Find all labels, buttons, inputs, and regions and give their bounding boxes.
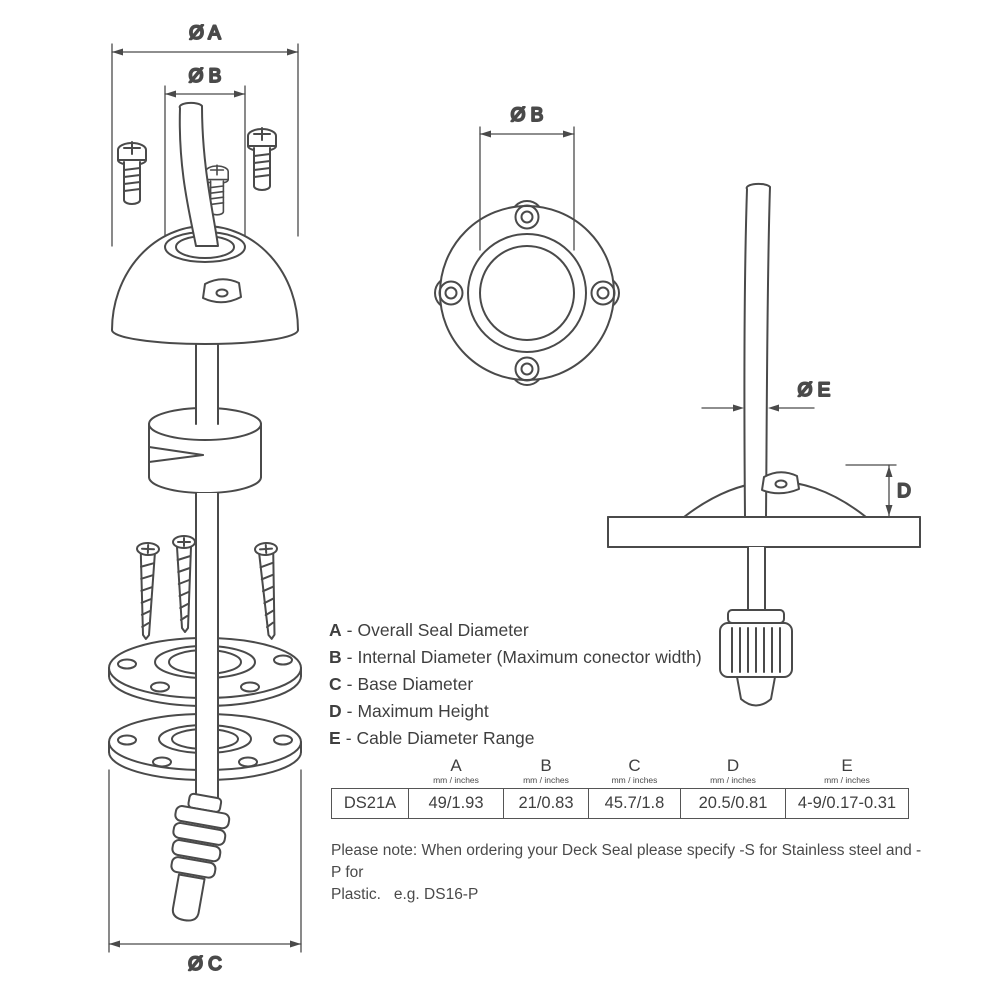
legend-letter: A (329, 620, 342, 640)
legend-letter: C (329, 674, 342, 694)
flange-screw-holes (438, 204, 616, 382)
dome-cap-detail-side (761, 471, 800, 495)
ordering-note-line1: Please note: When ordering your Deck Sea… (331, 842, 922, 881)
legend-description: Base Diameter (357, 674, 474, 694)
dim-a-label: Ø A (189, 23, 221, 44)
column-header-a: A mm / inches (433, 756, 479, 785)
column-header-d: D mm / inches (710, 756, 756, 785)
cable-connector (170, 792, 231, 922)
dim-d-label: D (897, 481, 911, 502)
gland-nut-connector (719, 609, 793, 707)
spec-table-header-row: A mm / inches B mm / inches C mm / inche… (332, 757, 909, 788)
side-view: Ø E D (607, 182, 921, 707)
model-cell: DS21A (331, 787, 409, 819)
value-c: 45.7/1.8 (588, 787, 681, 819)
dim-b-top-label: Ø B (511, 105, 544, 126)
legend-separator: - (346, 701, 353, 721)
ordering-note: Please note: When ordering your Deck Sea… (331, 840, 931, 906)
cable-lower (195, 492, 219, 801)
value-e: 4-9/0.17-0.31 (785, 787, 909, 819)
legend-item-d: D-Maximum Height (329, 701, 702, 722)
legend-item-c: C-Base Diameter (329, 674, 702, 695)
value-a: 49/1.93 (408, 787, 504, 819)
legend-separator: - (346, 647, 353, 667)
legend-description: Cable Diameter Range (356, 728, 535, 748)
dome-cap-detail (202, 278, 242, 304)
legend-item-a: A-Overall Seal Diameter (329, 620, 702, 641)
legend-separator: - (346, 620, 353, 640)
legend-letter: B (329, 647, 342, 667)
model-column-header (332, 757, 409, 788)
value-d: 20.5/0.81 (680, 787, 786, 819)
exploded-dimension-lines (108, 43, 302, 953)
dimension-legend: A-Overall Seal Diameter B-Internal Diame… (329, 620, 702, 755)
table-row: DS21A 49/1.93 21/0.83 45.7/1.8 20.5/0.81… (331, 787, 909, 819)
top-view: Ø B (434, 104, 620, 386)
exploded-view: Ø A Ø B Ø C (108, 22, 302, 976)
legend-letter: E (329, 728, 341, 748)
cable-side-lower (747, 546, 766, 614)
dim-b-label: Ø B (189, 66, 222, 87)
deck-panel (607, 516, 921, 548)
cable-top (178, 101, 219, 247)
cable-middle (195, 344, 219, 425)
legend-description: Overall Seal Diameter (357, 620, 529, 640)
legend-letter: D (329, 701, 342, 721)
legend-description: Maximum Height (357, 701, 489, 721)
column-header-e: E mm / inches (824, 756, 870, 785)
value-b: 21/0.83 (503, 787, 589, 819)
flange-outline (439, 205, 615, 381)
legend-separator: - (346, 674, 353, 694)
legend-description: Internal Diameter (Maximum conector widt… (357, 647, 702, 667)
spec-table: A mm / inches B mm / inches C mm / inche… (331, 757, 909, 819)
cable-side-upper (743, 182, 771, 518)
column-header-c: C mm / inches (611, 756, 658, 785)
top-view-dimension-lines (479, 126, 575, 251)
dim-e-label: Ø E (798, 380, 831, 401)
ordering-note-line2: Plastic. e.g. DS16-P (331, 886, 479, 903)
legend-separator: - (345, 728, 352, 748)
upper-flange (108, 637, 302, 707)
side-view-dimension-lines (701, 404, 897, 518)
column-header-b: B mm / inches (523, 756, 569, 785)
legend-item-e: E-Cable Diameter Range (329, 728, 702, 749)
dim-c-label: Ø C (188, 954, 222, 975)
legend-item-b: B-Internal Diameter (Maximum conector wi… (329, 647, 702, 668)
